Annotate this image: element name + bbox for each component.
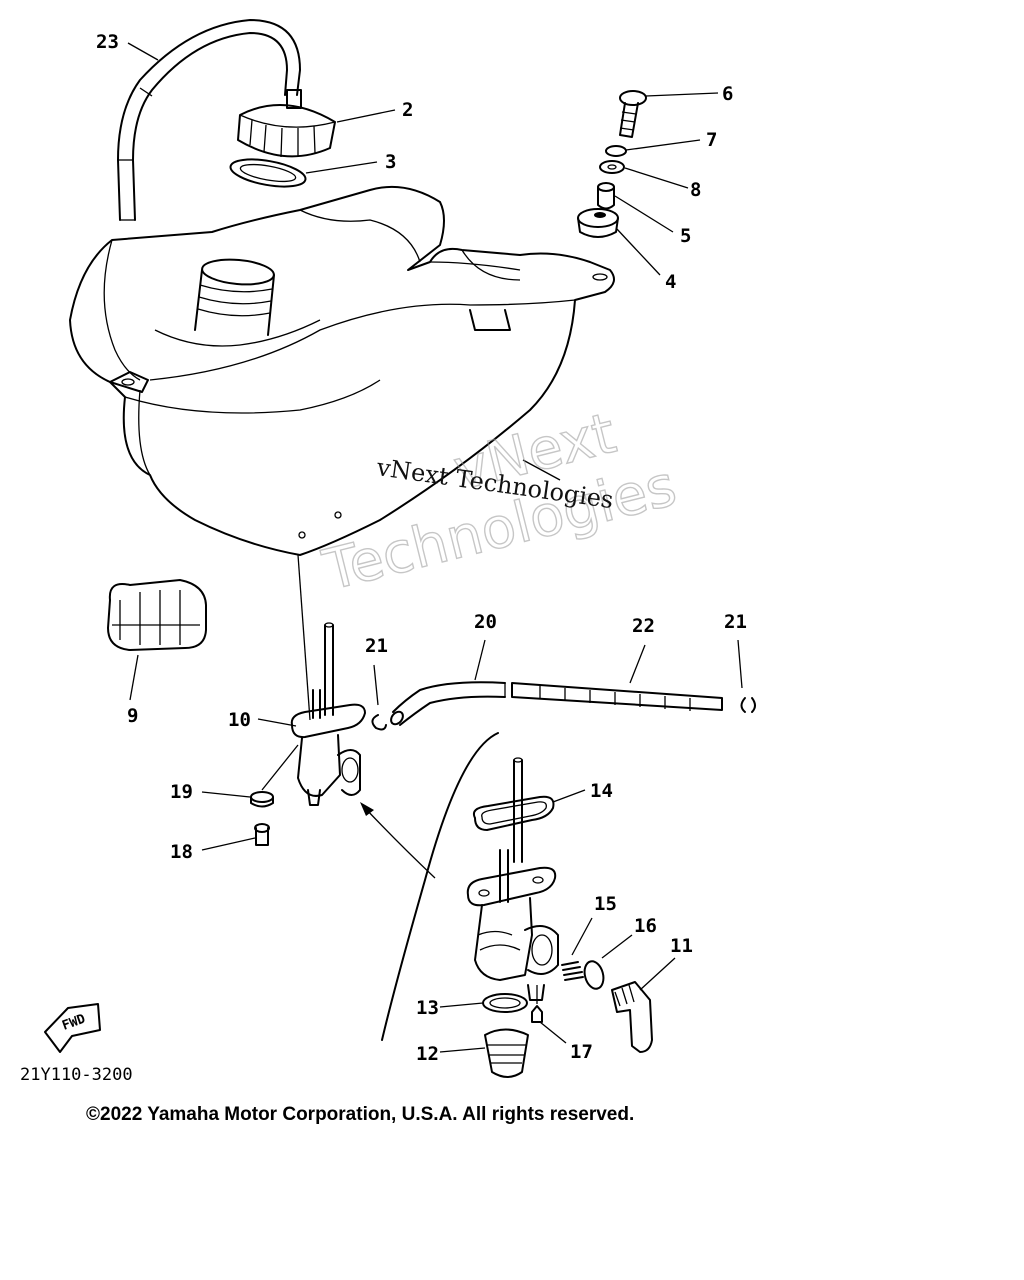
callout-20: 20 xyxy=(474,611,497,633)
mount-hardware-stack xyxy=(577,90,647,238)
callout-11: 11 xyxy=(670,935,693,957)
callout-21-left: 21 xyxy=(365,635,388,657)
callout-14: 14 xyxy=(590,780,613,802)
part-3-cap-gasket xyxy=(229,158,307,188)
callout-3: 3 xyxy=(385,151,396,173)
drawing-number: 21Y110-3200 xyxy=(20,1065,133,1085)
callout-5: 5 xyxy=(680,225,691,247)
callout-12: 12 xyxy=(416,1043,439,1065)
part-19-washer xyxy=(250,744,299,808)
callout-6: 6 xyxy=(722,83,733,105)
callout-10: 10 xyxy=(228,709,251,731)
watermark: vNext Technologies vNext Technologies xyxy=(316,400,683,604)
part-20-fuel-hose xyxy=(390,681,506,726)
callout-19: 19 xyxy=(170,781,193,803)
fuel-cock-exploded-detail xyxy=(466,757,676,1078)
callout-8: 8 xyxy=(690,179,701,201)
detail-callout-arrow xyxy=(360,732,499,1041)
part-22-protector-sleeve xyxy=(511,682,723,711)
forward-arrow-marker: FWD xyxy=(44,1003,101,1053)
fwd-label: FWD xyxy=(60,1012,87,1034)
callout-leaders xyxy=(127,42,719,1053)
part-18-screw xyxy=(254,823,270,846)
copyright-notice: ©2022 Yamaha Motor Corporation, U.S.A. A… xyxy=(86,1104,634,1125)
fuel-tank-body xyxy=(69,185,615,721)
callout-18: 18 xyxy=(170,841,193,863)
part-9-strainer xyxy=(107,579,207,701)
part-10-fuel-cock xyxy=(290,622,366,806)
callout-labels: 23 2 3 6 7 8 5 4 9 21 20 22 21 10 19 18 … xyxy=(96,31,747,1065)
callout-7: 7 xyxy=(706,129,717,151)
callout-16: 16 xyxy=(634,915,657,937)
callout-9: 9 xyxy=(127,705,138,727)
callout-15: 15 xyxy=(594,893,617,915)
part-23-vent-hose xyxy=(117,19,301,221)
callout-21-right: 21 xyxy=(724,611,747,633)
part-21-clips xyxy=(371,639,756,731)
callout-23: 23 xyxy=(96,31,119,53)
callout-17: 17 xyxy=(570,1041,593,1063)
callout-22: 22 xyxy=(632,615,655,637)
callout-2: 2 xyxy=(402,99,413,121)
callout-4: 4 xyxy=(665,271,676,293)
callout-13: 13 xyxy=(416,997,439,1019)
part-2-fuel-cap xyxy=(237,89,336,158)
